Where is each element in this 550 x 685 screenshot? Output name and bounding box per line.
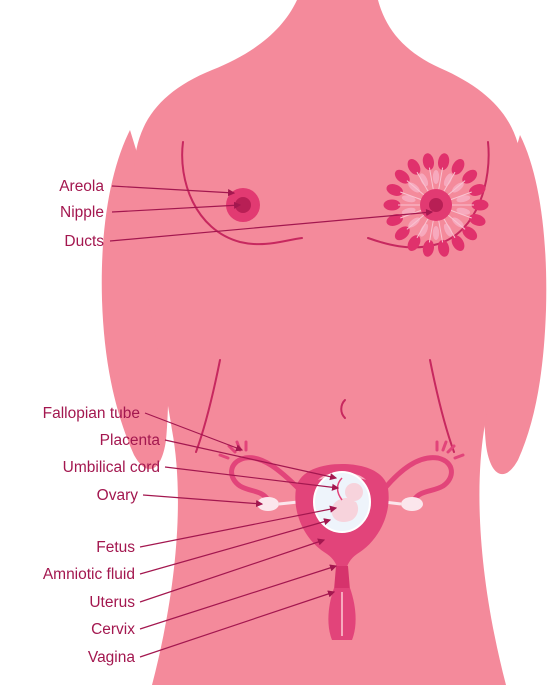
torso-body: [134, 0, 522, 685]
label-fallopian-tube: Fallopian tube: [43, 405, 140, 422]
label-fetus: Fetus: [96, 539, 135, 556]
fetus-head: [345, 483, 363, 501]
duct-inner-lobe: [433, 170, 439, 184]
label-ducts: Ducts: [64, 233, 104, 250]
label-cervix: Cervix: [91, 621, 135, 638]
torso-silhouette: [102, 0, 547, 685]
cervix: [334, 566, 350, 590]
label-ovary: Ovary: [97, 487, 139, 504]
nipple-right: [429, 198, 443, 212]
label-umbilical-cord: Umbilical cord: [63, 459, 160, 476]
ovarian-ligament-left: [279, 502, 298, 504]
label-uterus: Uterus: [89, 594, 135, 611]
label-vagina: Vagina: [88, 649, 135, 666]
duct-inner-lobe: [433, 226, 439, 240]
label-placenta: Placenta: [100, 432, 161, 449]
duct-lobe: [384, 200, 401, 211]
label-areola: Areola: [59, 178, 104, 195]
ovary-right: [401, 497, 423, 511]
duct-lobe: [472, 200, 489, 211]
label-nipple: Nipple: [60, 204, 104, 221]
label-amniotic-fluid: Amniotic fluid: [43, 566, 135, 583]
